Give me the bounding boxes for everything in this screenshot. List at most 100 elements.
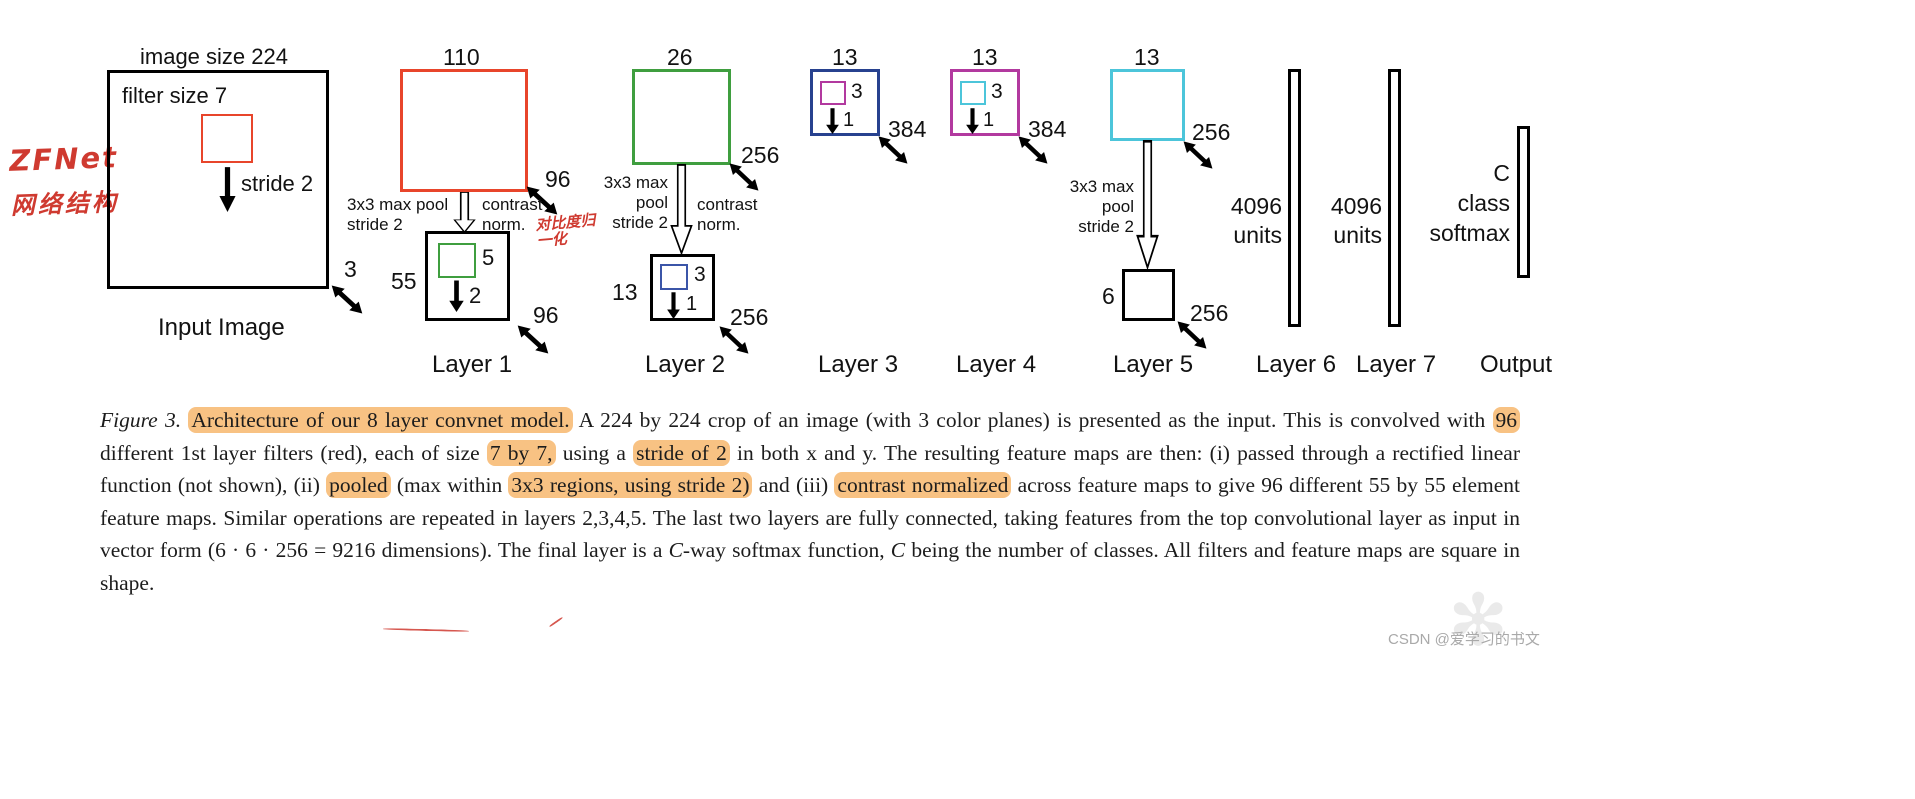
caption-segment: using a (555, 440, 634, 465)
layer2-filter-size-label: 3 (694, 263, 706, 286)
layer6-fc-bar (1288, 69, 1301, 327)
layer1-pool-label: 3x3 max pool stride 2 (347, 195, 449, 234)
caption-segment: -way softmax function, (682, 538, 891, 562)
caption-segment: different 1st layer filters (red), each … (100, 440, 487, 465)
output-softmax-label: C class softmax (1429, 160, 1510, 246)
caption-segment: A 224 by 224 crop of an image (with 3 co… (572, 408, 1493, 432)
input-depth-label: 3 (344, 256, 357, 282)
annotation-title: ZFNet (8, 140, 119, 178)
layer1-conv-box (400, 69, 528, 192)
layer5-pool-label: 3x3 max pool stride 2 (1069, 177, 1134, 236)
caption-segment: in both x and y. The resulting feature m… (100, 440, 1520, 498)
input-stride-arrow-icon (218, 165, 237, 212)
layer6-units-label: 4096 units (1230, 193, 1282, 248)
caption-segment: being the number of classes. All filters… (100, 538, 1520, 595)
input-depth-arrow-icon (329, 283, 365, 316)
layer3-caption: Layer 3 (818, 351, 899, 378)
layer3-depth-label: 384 (888, 116, 927, 142)
layer2-pool-depth-label: 256 (730, 304, 769, 330)
csdn-watermark: CSDN @爱学习的书文 (1388, 631, 1540, 648)
layer1-pool-depth-label: 96 (533, 302, 559, 328)
input-caption: Input Image (158, 314, 285, 341)
caption-segment: across feature maps to give 96 different… (100, 473, 1520, 562)
input-filter-box (201, 114, 253, 163)
caption-segment: Architecture of our 8 layer convnet mode… (188, 407, 573, 433)
layer7-fc-bar (1388, 69, 1401, 327)
layer1-conv-size-label: 110 (443, 44, 480, 70)
layer4-depth-arrow-icon (1016, 134, 1050, 166)
layer4-depth-label: 384 (1028, 116, 1067, 142)
layer5-conv-size-label: 13 (1134, 44, 1160, 70)
layer5-conv-depth-arrow-icon (1181, 139, 1215, 171)
layer4-filter-size-label: 3 (991, 80, 1003, 103)
caption-segment: 3x3 regions, using stride 2) (508, 472, 753, 498)
input-image-box (107, 70, 329, 289)
figure-caption: Figure 3. Architecture of our 8 layer co… (100, 404, 1520, 599)
caption-segment: 7 by 7, (486, 439, 556, 466)
layer1-contrast-label: contrast norm. (482, 195, 543, 234)
caption-segment: and (iii) (752, 473, 835, 497)
layer1-stride-arrow-icon (448, 279, 465, 312)
layer5-pool-box (1122, 269, 1175, 321)
layer7-caption: Layer 7 (1356, 351, 1437, 378)
input-stride-label: stride 2 (241, 171, 314, 196)
layer5-pool-depth-arrow-icon (1175, 319, 1209, 351)
layer2-stride-label: 1 (686, 293, 698, 315)
layer2-pool-size-label: 13 (612, 279, 638, 305)
layer1-pool-arrow-icon (453, 192, 476, 233)
layer5-caption: Layer 5 (1113, 351, 1194, 378)
layer2-caption: Layer 2 (645, 351, 726, 378)
layer7-units-label: 4096 units (1330, 193, 1382, 248)
layer5-pool-depth-label: 256 (1190, 300, 1229, 326)
layer1-pool-depth-arrow-icon (515, 323, 551, 356)
layer2-contrast-label: contrast norm. (697, 195, 758, 234)
input-size-label: image size 224 (140, 44, 288, 69)
layer1-pool-box (425, 231, 510, 321)
layer2-pool-label: 3x3 max pool stride 2 (603, 173, 668, 232)
layer4-caption: Layer 4 (956, 351, 1037, 378)
caption-segment: Figure 3. (100, 408, 189, 432)
layer1-conv-depth-label: 96 (545, 166, 571, 192)
layer1-filter-box (438, 243, 476, 278)
annotation-subtitle: 网络结构 (10, 188, 120, 220)
layer3-filter-size-label: 3 (851, 80, 863, 103)
red-check-mark (548, 616, 564, 628)
layer2-conv-depth-label: 256 (741, 142, 780, 168)
layer3-filter-box (820, 81, 846, 105)
output-bar (1517, 126, 1530, 278)
layer3-stride-arrow-icon (825, 107, 840, 134)
layer4-stride-label: 1 (983, 109, 995, 131)
layer1-filter-size-label: 5 (482, 245, 495, 270)
caption-segment: (max within (390, 473, 509, 497)
layer1-pool-size-label: 55 (391, 268, 417, 294)
layer2-conv-depth-arrow-icon (727, 161, 761, 193)
layer3-conv-box (810, 69, 880, 136)
caption-segment: pooled (326, 472, 391, 498)
layer1-caption: Layer 1 (432, 351, 513, 378)
layer2-pool-box (650, 254, 715, 321)
handwritten-annotation: ZFNet 网络结构 (9, 140, 120, 221)
layer2-filter-box (660, 264, 688, 290)
caption-segment: C (668, 538, 683, 562)
layer1-stride-label: 2 (469, 283, 482, 308)
caption-segment: C (890, 538, 906, 562)
layer6-caption: Layer 6 (1256, 351, 1337, 378)
caption-segment: 96 (1492, 407, 1520, 433)
output-caption: Output (1480, 351, 1553, 378)
layer2-stride-arrow-icon (666, 291, 681, 319)
layer4-conv-size-label: 13 (972, 44, 998, 70)
red-underline-mark (382, 627, 470, 633)
layer5-conv-depth-label: 256 (1192, 119, 1231, 145)
layer2-conv-size-label: 26 (667, 44, 693, 70)
layer3-stride-label: 1 (843, 109, 855, 131)
layer5-pool-size-label: 6 (1102, 283, 1115, 309)
layer4-conv-box (950, 69, 1020, 136)
layer5-conv-box (1110, 69, 1185, 141)
layer4-filter-box (960, 81, 986, 105)
caption-segment: stride of 2 (633, 439, 730, 466)
layer4-stride-arrow-icon (965, 107, 980, 134)
layer3-conv-size-label: 13 (832, 44, 858, 70)
layer2-pool-arrow-icon (670, 164, 693, 255)
layer5-pool-arrow-icon (1136, 140, 1159, 270)
